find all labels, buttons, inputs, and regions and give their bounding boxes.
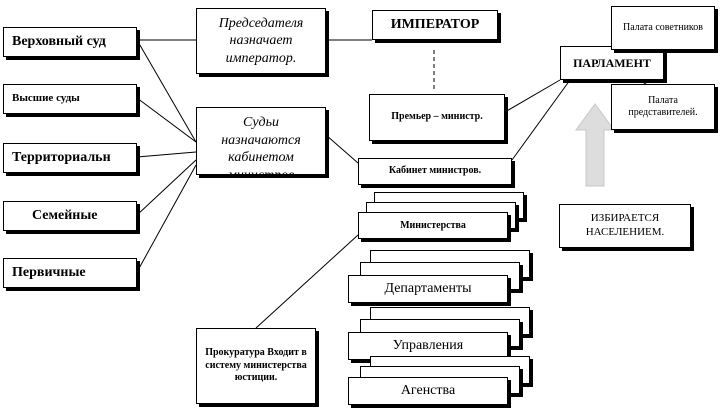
council-chamber-box: Палата советников <box>611 6 715 50</box>
connector-territorial-judges <box>136 151 197 158</box>
connector-family-judges <box>136 159 197 216</box>
parliament-label: ПАРЛАМЕНТ <box>573 55 651 70</box>
premier-box: Премьер – министр. <box>369 94 505 141</box>
connector-primary-judges <box>136 164 197 273</box>
court-supreme-label: Верховный суд <box>12 34 106 50</box>
court-territorial: Территориальн <box>3 143 137 173</box>
cabinet-label: Кабинет министров. <box>388 165 482 177</box>
departments-stack: Департаменты <box>348 250 538 306</box>
court-primary-label: Первичные <box>12 265 86 281</box>
connector-higher-judges <box>136 97 197 143</box>
ministries-label: Министерства <box>400 220 466 231</box>
court-family-label: Семейные <box>32 208 98 224</box>
connector-supreme-judges <box>136 39 197 143</box>
directorates-stack: Управления <box>348 307 538 363</box>
ministries-stack: Министерства <box>358 192 528 242</box>
elected-note-box: ИЗБИРАЕТСЯ НАСЕЛЕНИЕМ. <box>559 204 691 248</box>
up-arrow-icon <box>575 103 615 187</box>
judges-appointment-note: Судьи назначаются кабинетом министров <box>196 107 326 175</box>
connector-cabinet-parliament <box>511 79 571 161</box>
court-higher: Высшие суды <box>3 84 137 114</box>
court-family: Семейные <box>3 201 137 231</box>
court-territorial-label: Территориальн <box>12 150 111 166</box>
representatives-chamber-box: Палата представителей. <box>611 84 715 130</box>
emperor-box: ИМПЕРАТОР <box>372 10 498 40</box>
cabinet-box: Кабинет министров. <box>358 158 512 185</box>
emperor-label: ИМПЕРАТОР <box>390 17 480 33</box>
court-higher-label: Высшие суды <box>12 92 80 105</box>
chairman-appointment-text: Председателя назначает император. <box>218 15 304 66</box>
council-chamber-label: Палата советников <box>622 21 704 33</box>
prosecution-box: Прокуратура Входит в систему министерств… <box>196 328 316 404</box>
elected-note-label: ИЗБИРАЕТСЯ НАСЕЛЕНИЕМ. <box>585 212 665 238</box>
representatives-chamber-label: Палата представителей. <box>628 94 698 119</box>
connector-ministries-prosecution <box>255 234 359 329</box>
connector-judges-cabinet <box>325 134 359 164</box>
departments-box: Департаменты <box>348 275 508 303</box>
parliament-box: ПАРЛАМЕНТ <box>560 46 664 80</box>
departments-label: Департаменты <box>384 281 472 296</box>
premier-label: Премьер – министр. <box>391 111 483 123</box>
directorates-label: Управления <box>392 338 464 353</box>
court-supreme: Верховный суд <box>3 27 137 57</box>
prosecution-label: Прокуратура Входит в систему министерств… <box>205 347 307 384</box>
connector-premier-parliament <box>504 79 561 113</box>
court-primary: Первичные <box>3 258 137 288</box>
chairman-appointment-note: Председателя назначает император. <box>196 8 326 74</box>
judges-appointment-text: Судьи назначаются кабинетом министров <box>221 115 301 175</box>
agencies-stack: Агенства <box>348 356 538 408</box>
agencies-box: Агенства <box>348 377 508 405</box>
ministries-box: Министерства <box>358 212 508 239</box>
agencies-label: Агенства <box>400 383 456 398</box>
